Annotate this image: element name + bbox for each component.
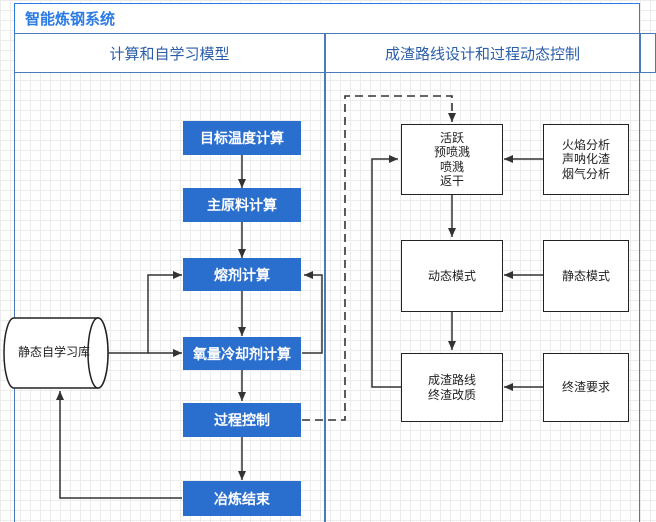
page-title: 智能炼钢系统 [25, 10, 116, 28]
box-process-control: 过程控制 [183, 403, 301, 437]
lane-body-right [325, 73, 640, 522]
arrow-route-to-active [371, 155, 401, 388]
box-slag-route: 成渣路线 终渣改质 [401, 353, 503, 422]
box-dynamic-model: 动态模式 [401, 240, 503, 312]
dashed-control-to-active [302, 95, 456, 421]
box-main-material: 主原料计算 [183, 188, 301, 222]
box-end-smelt: 冶炼结束 [183, 481, 301, 516]
arrow-library-to-flux [108, 271, 182, 354]
box-flux: 熔剂计算 [183, 258, 301, 291]
lane-header-left: 计算和自学习模型 [14, 33, 325, 73]
box-static-model: 静态模式 [543, 240, 629, 312]
lane-body-left [14, 73, 325, 522]
arrow-oxygen-to-flux [302, 271, 323, 354]
box-final-slag: 终渣要求 [543, 353, 629, 422]
static-library-label: 静态自学习库 [17, 345, 90, 359]
database-cylinder-icon [3, 317, 109, 389]
box-oxygen-coolant: 氧量冷却剂计算 [183, 337, 301, 370]
box-active-state: 活跃 预喷溅 喷溅 返干 [401, 124, 503, 195]
arrow-end-to-library [56, 391, 182, 499]
box-target-temp: 目标温度计算 [183, 121, 301, 155]
title-bar: 智能炼钢系统 [14, 3, 640, 33]
lane-header-right: 成渣路线设计和过程动态控制 [325, 33, 640, 73]
box-flame-analysis: 火焰分析 声呐化渣 烟气分析 [543, 124, 629, 195]
